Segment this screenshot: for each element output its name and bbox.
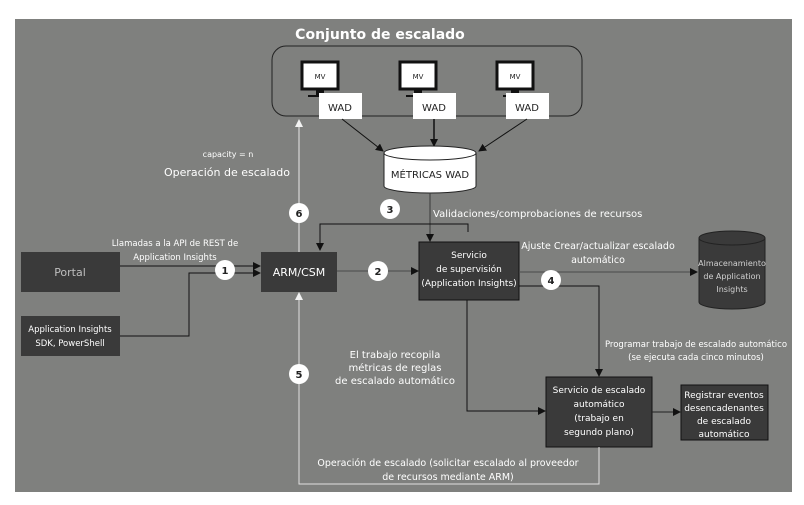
step-badge-2: 2	[368, 261, 388, 281]
schedule-label-line1: Programar trabajo de escalado automático	[605, 340, 787, 350]
monitoring-service-line3: (Application Insights)	[421, 279, 516, 289]
arm-csm-label: ARM/CSM	[273, 266, 326, 279]
metrics-store: MÉTRICAS WAD	[383, 145, 477, 194]
portal-label: Portal	[54, 266, 86, 279]
step-badge-4: 4	[541, 270, 561, 290]
monitoring-service-box	[418, 241, 520, 301]
monitor-icon	[398, 60, 438, 91]
wad-agent-box	[319, 93, 362, 119]
wad-agent-label: WAD	[328, 103, 352, 114]
arrow-validations-to-arm	[316, 223, 469, 251]
step-badge-3: 3	[380, 199, 400, 219]
vm-label: MV	[413, 73, 424, 81]
vm-label: MV	[315, 73, 326, 81]
rest-api-label-line2: Application Insights	[133, 253, 217, 263]
monitor-icon	[495, 60, 535, 91]
svg-text:3: 3	[387, 205, 394, 216]
wad-agent-box	[506, 93, 549, 119]
autoscale-service-line3: (trabajo en	[574, 414, 624, 424]
vm-3: MV WAD	[495, 60, 549, 119]
monitoring-service-line2: de supervisión	[436, 264, 502, 275]
autoscale-service-line1: Servicio de escalado	[553, 386, 646, 396]
storage-label-line1: Almacenamiento	[698, 259, 766, 268]
svg-text:5: 5	[296, 370, 303, 381]
step-badge-5: 5	[289, 364, 309, 384]
vm-2: MV WAD	[398, 60, 456, 119]
rest-api-label-line1: Llamadas a la API de REST de	[112, 239, 238, 249]
scale-set-title: Conjunto de escalado	[295, 27, 465, 43]
application-insights-storage: Almacenamiento de Application Insights	[698, 230, 766, 310]
diagram-canvas	[15, 19, 792, 492]
arrow-autoscale-to-arm	[295, 292, 600, 485]
step-badge-6: 6	[289, 203, 309, 223]
scale-request-label-line2: de recursos mediante ARM)	[382, 472, 514, 483]
validations-label: Validaciones/comprobaciones de recursos	[433, 209, 642, 220]
scale-request-label-line1: Operación de escalado (solicitar escalad…	[317, 458, 578, 469]
sdk-label-line2: SDK, PowerShell	[35, 339, 104, 349]
monitoring-service-line1: Servicio	[451, 251, 487, 261]
job-collects-label-line1: El trabajo recopila	[350, 350, 441, 361]
monitor-icon	[300, 60, 340, 91]
arrow-wad3-to-metrics	[478, 118, 528, 152]
autoscale-service-line2: automático	[573, 400, 625, 410]
autoscale-setting-label-line1: Ajuste Crear/actualizar escalado	[521, 241, 675, 252]
metrics-store-label: MÉTRICAS WAD	[391, 168, 469, 181]
arrow-wad1-to-metrics	[341, 118, 384, 152]
job-collects-label-line2: métricas de reglas	[349, 362, 442, 374]
sdk-powershell-box	[21, 316, 120, 356]
svg-text:1: 1	[222, 266, 229, 277]
svg-text:6: 6	[296, 209, 303, 220]
vm-label: MV	[510, 73, 521, 81]
autoscale-service-line4: segundo plano)	[564, 428, 634, 438]
wad-agent-label: WAD	[422, 103, 446, 114]
wad-agent-box	[413, 93, 456, 119]
arrow-monitor-to-autoscale-metrics	[466, 300, 546, 415]
scale-operation-label: Operación de escalado	[164, 166, 290, 179]
portal-box	[21, 252, 120, 292]
log-events-line4: automático	[698, 430, 750, 440]
wad-agent-label: WAD	[515, 103, 539, 114]
log-events-box	[680, 384, 769, 441]
step-badge-1: 1	[215, 260, 235, 280]
job-collects-label-line3: de escalado automático	[335, 375, 455, 387]
autoscale-setting-label-line2: automático	[571, 255, 625, 266]
storage-label-line3: Insights	[716, 285, 747, 294]
capacity-label: capacity = n	[203, 150, 254, 159]
arm-csm-box	[261, 252, 337, 292]
log-events-line1: Registrar eventos	[684, 391, 764, 401]
log-events-line3: de escalado	[697, 417, 752, 427]
sdk-label-line1: Application Insights	[28, 325, 112, 335]
svg-text:4: 4	[548, 276, 555, 287]
vm-1: MV WAD	[300, 60, 362, 119]
schedule-label-line2: (se ejecuta cada cinco minutos)	[628, 353, 764, 363]
log-events-line2: desencadenantes	[684, 404, 764, 414]
storage-label-line2: de Application	[703, 272, 760, 281]
svg-text:2: 2	[375, 267, 382, 278]
